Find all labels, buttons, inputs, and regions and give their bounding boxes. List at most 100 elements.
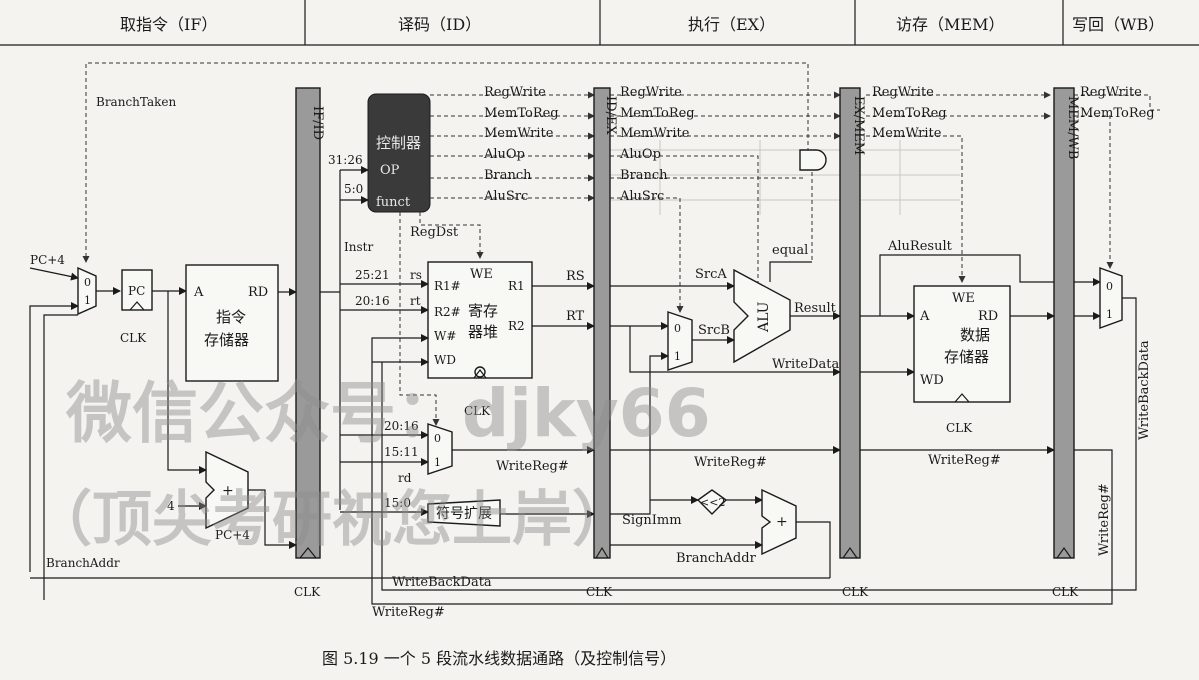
controller: 控制器 OP funct bbox=[367, 93, 431, 213]
rf-out-r2: R2 bbox=[508, 319, 525, 333]
field-20-16-b: 20:16 bbox=[384, 419, 419, 433]
sig-aluop-ex: AluOp bbox=[619, 147, 661, 162]
idex-register: ID/EX CLK bbox=[586, 87, 618, 599]
srca-label: SrcA bbox=[695, 267, 727, 282]
stage-ex-label: 执行（EX） bbox=[688, 15, 775, 34]
rf-we: WE bbox=[470, 267, 493, 282]
sig-memwrite-id: MemWrite bbox=[484, 126, 554, 141]
watermark-line2: （顶尖考研祝您上岸） bbox=[32, 485, 632, 555]
writedata-label: WriteData bbox=[772, 357, 839, 372]
signimm-label: SignImm bbox=[622, 513, 682, 528]
pc-plus4-b-label: PC+4 bbox=[215, 528, 250, 542]
dmem-title-1: 数据 bbox=[960, 326, 990, 344]
rf-title-1: 寄存 bbox=[468, 302, 498, 320]
field-15-0: 15:0 bbox=[384, 496, 411, 510]
sig-memtoreg-id: MemToReg bbox=[484, 106, 559, 121]
branch-adder-plus: + bbox=[776, 514, 788, 530]
imem-title-1: 指令 bbox=[216, 308, 246, 326]
exmem-label: EX/MEM bbox=[851, 96, 866, 155]
sig-memtoreg-mem: MemToReg bbox=[872, 106, 947, 121]
pc-label: PC bbox=[128, 284, 145, 298]
regdst-mux-in1: 1 bbox=[434, 456, 441, 469]
branch-taken-signal: BranchTaken bbox=[86, 62, 809, 262]
field-25-21: 25:21 bbox=[355, 268, 390, 282]
branch-addr-label: BranchAddr bbox=[46, 556, 120, 570]
exmem-clk-label: CLK bbox=[842, 585, 869, 599]
memtoreg-mux-in0: 0 bbox=[1106, 280, 1113, 293]
writereg-id-label: WriteReg# bbox=[496, 459, 569, 474]
alu bbox=[733, 268, 791, 364]
alusrc-mux-in1: 1 bbox=[674, 350, 681, 363]
memwb-register: MEM/WB CLK bbox=[1052, 87, 1080, 599]
field-20-16: 20:16 bbox=[355, 294, 390, 308]
regdst-mux: 0 1 WriteReg# bbox=[427, 423, 595, 475]
pc-mux: 0 1 PC+4 bbox=[29, 253, 121, 316]
register-file: WE R1# R2# W# WD R1 R2 寄存 器堆 CLK RS RT bbox=[372, 261, 595, 418]
sig-memtoreg-wb: MemToReg bbox=[1080, 106, 1155, 121]
memwb-label: MEM/WB bbox=[1065, 96, 1080, 159]
equal-label: equal bbox=[772, 243, 808, 258]
rf-clk-label: CLK bbox=[464, 404, 491, 418]
stage-mem-label: 访存（MEM） bbox=[896, 15, 1004, 34]
rd-label: rd bbox=[398, 471, 412, 485]
pc-register: PC CLK bbox=[120, 269, 187, 345]
idex-clk-label: CLK bbox=[586, 585, 613, 599]
rt-label: rt bbox=[410, 294, 421, 308]
sign-extend: 符号扩展 bbox=[427, 499, 595, 527]
rf-out-r1: R1 bbox=[508, 279, 525, 293]
control-signals: RegWrite MemToReg MemWrite AluOp Branch … bbox=[399, 85, 1160, 426]
watermark-line1: 微信公众号：djky66 bbox=[65, 375, 711, 452]
sig-regdst-id: RegDst bbox=[410, 225, 459, 240]
writebackdata-wb-label: WriteBackData bbox=[1137, 340, 1152, 440]
sig-branch-id: Branch bbox=[484, 168, 532, 183]
memtoreg-mux bbox=[1099, 267, 1123, 329]
exmem-register: EX/MEM CLK bbox=[839, 87, 869, 599]
pc-clk-label: CLK bbox=[120, 331, 147, 345]
imem-rd-label: RD bbox=[248, 285, 268, 300]
pc-mux-in0: 0 bbox=[84, 276, 91, 289]
pc-plus4-label: PC+4 bbox=[30, 253, 65, 267]
sign-extend-label: 符号扩展 bbox=[436, 506, 492, 522]
adder-four-label: 4 bbox=[167, 499, 175, 513]
controller-funct: funct bbox=[376, 195, 411, 210]
rf-r1: R1# bbox=[434, 279, 461, 293]
writereg-ex-label: WriteReg# bbox=[694, 455, 767, 470]
rf-wd: WD bbox=[434, 353, 456, 367]
field-15-11: 15:11 bbox=[384, 445, 419, 459]
controller-op: OP bbox=[380, 163, 400, 178]
sig-memwrite-ex: MemWrite bbox=[620, 126, 690, 141]
alusrc-mux bbox=[667, 311, 693, 371]
ifid-label: IF/ID bbox=[310, 106, 325, 140]
instruction-memory: A RD 指令 存储器 bbox=[185, 264, 297, 382]
writereg-bottom-label: WriteReg# bbox=[372, 605, 445, 620]
sig-alusrc-id: AluSrc bbox=[483, 189, 528, 204]
branch-and-gate bbox=[799, 149, 827, 171]
sig-regwrite-wb: RegWrite bbox=[1080, 85, 1142, 100]
aluresult-label: AluResult bbox=[887, 239, 953, 254]
field-31-26: 31:26 bbox=[328, 153, 363, 167]
rf-w: W# bbox=[434, 329, 456, 343]
rs-label: rs bbox=[410, 268, 422, 282]
memwb-clk-label: CLK bbox=[1052, 585, 1079, 599]
mem-datapath: AluResult WriteReg# WE A RD WD 数据 存储器 CL… bbox=[860, 239, 1101, 468]
sig-aluop-id: AluOp bbox=[483, 147, 525, 162]
imem-title-2: 存储器 bbox=[204, 331, 249, 349]
imem-a-label: A bbox=[193, 285, 204, 300]
watermark: 微信公众号：djky66 （顶尖考研祝您上岸） bbox=[32, 375, 711, 555]
figure-caption: 图 5.19 一个 5 段流水线数据通路（及控制信号） bbox=[322, 649, 676, 668]
regdst-mux-in0: 0 bbox=[434, 432, 441, 445]
controller-title: 控制器 bbox=[376, 134, 421, 152]
sig-regwrite-mem: RegWrite bbox=[872, 85, 934, 100]
stage-wb-label: 写回（WB） bbox=[1072, 15, 1164, 34]
pc-mux-in1: 1 bbox=[84, 294, 91, 307]
dmem-we: WE bbox=[952, 291, 975, 306]
sig-branch-ex: Branch bbox=[620, 168, 668, 183]
branch-addr-ex-label: BranchAddr bbox=[676, 551, 757, 566]
dmem-wd: WD bbox=[920, 373, 944, 388]
field-5-0: 5:0 bbox=[344, 182, 363, 196]
alusrc-mux-in0: 0 bbox=[674, 322, 681, 335]
stage-id-label: 译码（ID） bbox=[398, 15, 481, 34]
dmem-a: A bbox=[919, 309, 930, 324]
stage-if-label: 取指令（IF） bbox=[120, 15, 217, 34]
